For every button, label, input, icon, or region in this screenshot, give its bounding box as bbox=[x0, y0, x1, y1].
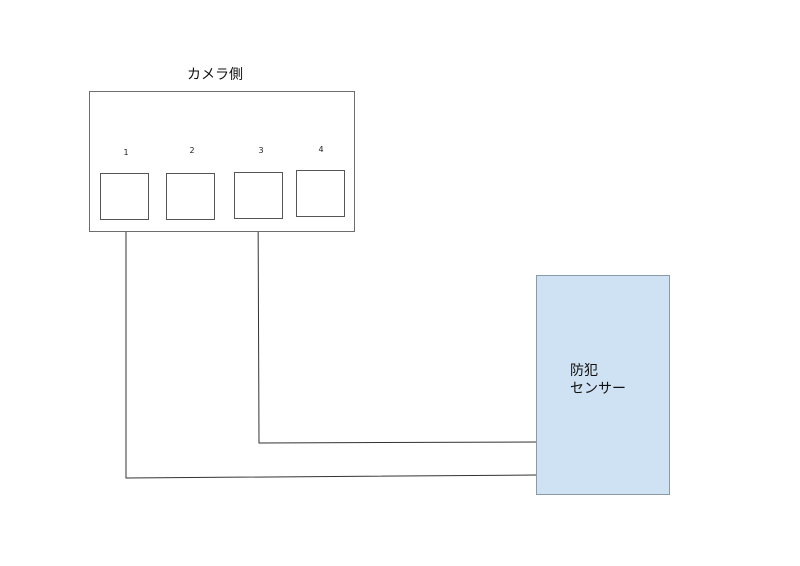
sensor-label: 防犯 センサー bbox=[570, 362, 626, 398]
port-number-4: 4 bbox=[318, 145, 324, 154]
wire-port-1 bbox=[125, 196, 538, 479]
wire-port-3 bbox=[257, 195, 538, 444]
camera-side-title: カメラ側 bbox=[187, 67, 243, 83]
security-sensor-box: 防犯 センサー bbox=[536, 275, 670, 495]
port-number-1: 1 bbox=[123, 148, 129, 157]
port-4-box bbox=[296, 170, 345, 217]
port-3-box bbox=[234, 172, 283, 219]
sensor-label-line1: 防犯 bbox=[570, 363, 598, 379]
port-number-2: 2 bbox=[189, 146, 195, 155]
port-number-3: 3 bbox=[258, 146, 264, 155]
sensor-label-line2: センサー bbox=[570, 381, 626, 397]
port-1-box bbox=[100, 173, 149, 220]
port-2-box bbox=[166, 173, 215, 220]
